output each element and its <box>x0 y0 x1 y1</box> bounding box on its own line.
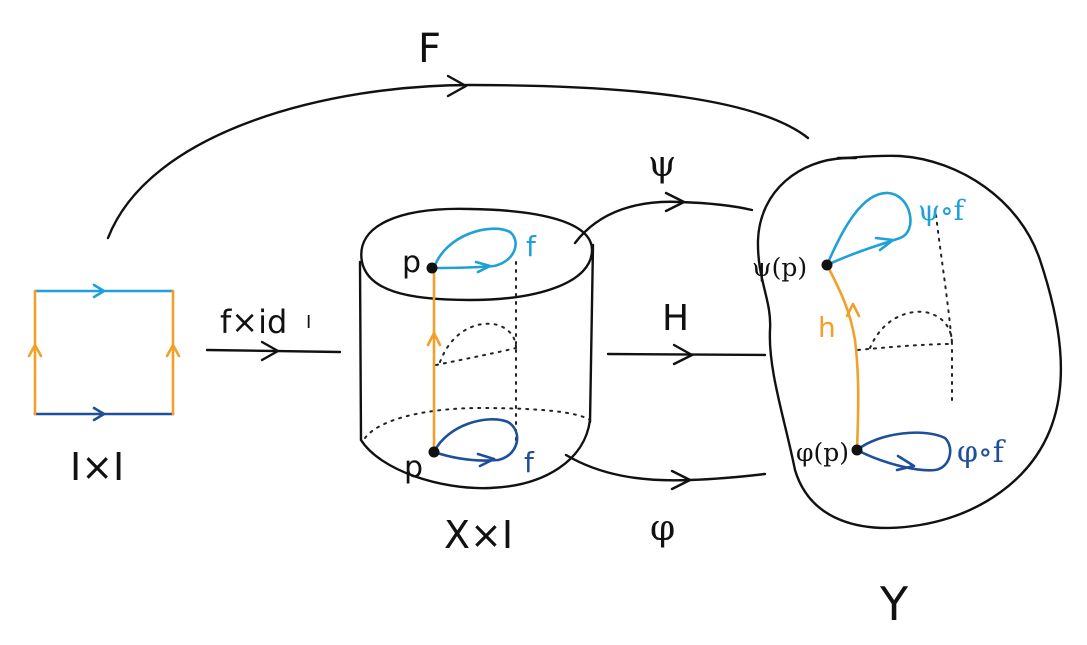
square-left-arrow <box>27 343 43 358</box>
arrow-psi-head <box>664 191 686 213</box>
cylinder-XxI <box>358 207 595 490</box>
label-H: H <box>662 298 689 339</box>
space-Y-blob <box>756 154 1063 530</box>
arrow-F <box>106 83 810 240</box>
cylinder-hump-dotted <box>439 322 517 363</box>
point-p-top <box>426 262 438 274</box>
square-bottom-arrow <box>92 406 106 422</box>
label-phi-f: φ∘f <box>957 435 1006 470</box>
blob-homotopy-arrow <box>845 302 861 318</box>
blob-hump-dotted <box>869 310 953 349</box>
cylinder-right-side <box>588 243 595 424</box>
arrow-H-head <box>672 343 694 366</box>
label-psi: ψ <box>648 144 676 185</box>
cylinder-bottom-loop <box>432 418 519 462</box>
label-id-subscript: I <box>306 312 311 333</box>
square-IxI <box>27 283 181 422</box>
point-phi-p <box>851 444 863 456</box>
label-psi-f: ψ∘f <box>918 194 967 227</box>
arrow-phi <box>564 453 767 482</box>
square-right-arrow <box>165 343 181 358</box>
square-top-arrow <box>92 283 106 299</box>
label-psi-p: ψ(p) <box>752 253 807 282</box>
label-f-times-id: f×id <box>220 303 287 341</box>
label-p-top: p <box>402 245 421 280</box>
label-f-bottom: f <box>524 446 535 479</box>
cylinder-bottom-back <box>364 406 591 439</box>
cylinder-homotopy-arrow <box>426 331 442 347</box>
point-psi-p <box>821 259 833 271</box>
cylinder-top-ellipse <box>360 207 594 302</box>
cylinder-bottom-arc <box>359 418 592 490</box>
label-Y: Y <box>879 577 909 631</box>
label-p-bottom: p <box>404 450 423 485</box>
label-phi-p: φ(p) <box>796 438 849 467</box>
cylinder-left-side <box>358 260 363 442</box>
blob-vertical-dotted <box>935 214 953 401</box>
cylinder-top-loop-arrow <box>474 260 492 274</box>
arrow-f-times-id <box>205 348 342 354</box>
label-XxI: X×I <box>444 513 513 557</box>
arrow-psi <box>573 200 754 245</box>
cylinder-bottom-loop-arrow <box>476 452 496 468</box>
blob-homotopy-path-h <box>825 263 860 452</box>
blob-top-loop <box>825 191 912 267</box>
blob-bottom-loop <box>855 431 952 472</box>
arrow-phi-head <box>670 469 692 491</box>
label-IxI: I×I <box>70 445 124 489</box>
label-F: F <box>418 26 441 72</box>
arrow-F-head <box>446 74 468 98</box>
label-h: h <box>818 311 836 344</box>
arrow-H <box>606 352 767 357</box>
blob-mid-dotted <box>857 343 953 351</box>
point-p-bottom <box>428 446 440 458</box>
label-f-top: f <box>526 230 537 263</box>
blob-top-loop-arrow <box>874 236 895 252</box>
cylinder-mid-dotted <box>435 347 517 366</box>
blob-bottom-loop-arrow <box>895 454 916 472</box>
label-phi: φ <box>650 508 675 549</box>
cylinder-top-loop <box>432 227 517 270</box>
arrow-f-times-id-head <box>260 340 280 362</box>
